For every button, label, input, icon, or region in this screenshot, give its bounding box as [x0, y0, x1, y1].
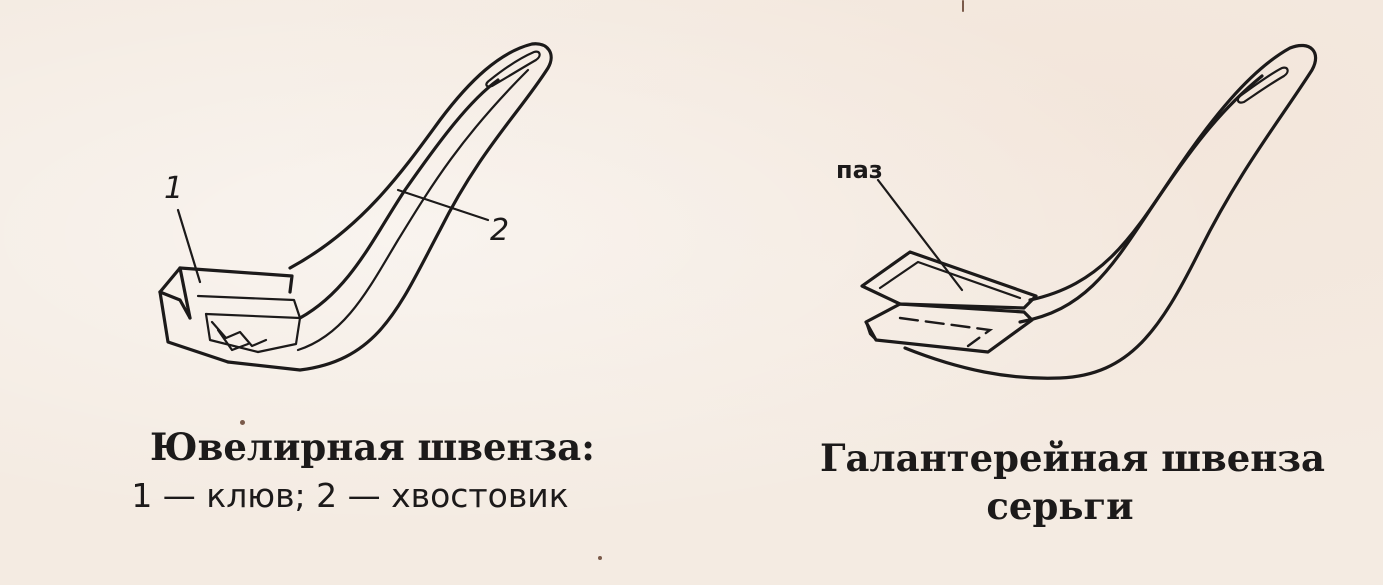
right-caption-line-1: Галантерейная швенза	[820, 436, 1325, 480]
label-beak-number: 1	[164, 171, 183, 206]
jewelry-earring-hook-drawing: 1 2	[158, 42, 553, 372]
label-shank-number: 2	[490, 213, 509, 248]
leader-line-2	[396, 188, 490, 222]
right-caption-line-2: серьги	[986, 484, 1134, 528]
label-groove: паз	[836, 156, 883, 184]
haberdashery-earring-hook-drawing: паз	[836, 43, 1318, 380]
leader-line-1	[176, 208, 202, 284]
paper-speck	[240, 420, 245, 425]
paper-speck	[598, 556, 602, 560]
paper-speck	[962, 0, 964, 12]
leader-line-groove	[876, 178, 964, 292]
left-caption-legend: 1 — клюв; 2 — хвостовик	[131, 476, 569, 515]
left-caption-title: Ювелирная швенза:	[150, 425, 595, 469]
